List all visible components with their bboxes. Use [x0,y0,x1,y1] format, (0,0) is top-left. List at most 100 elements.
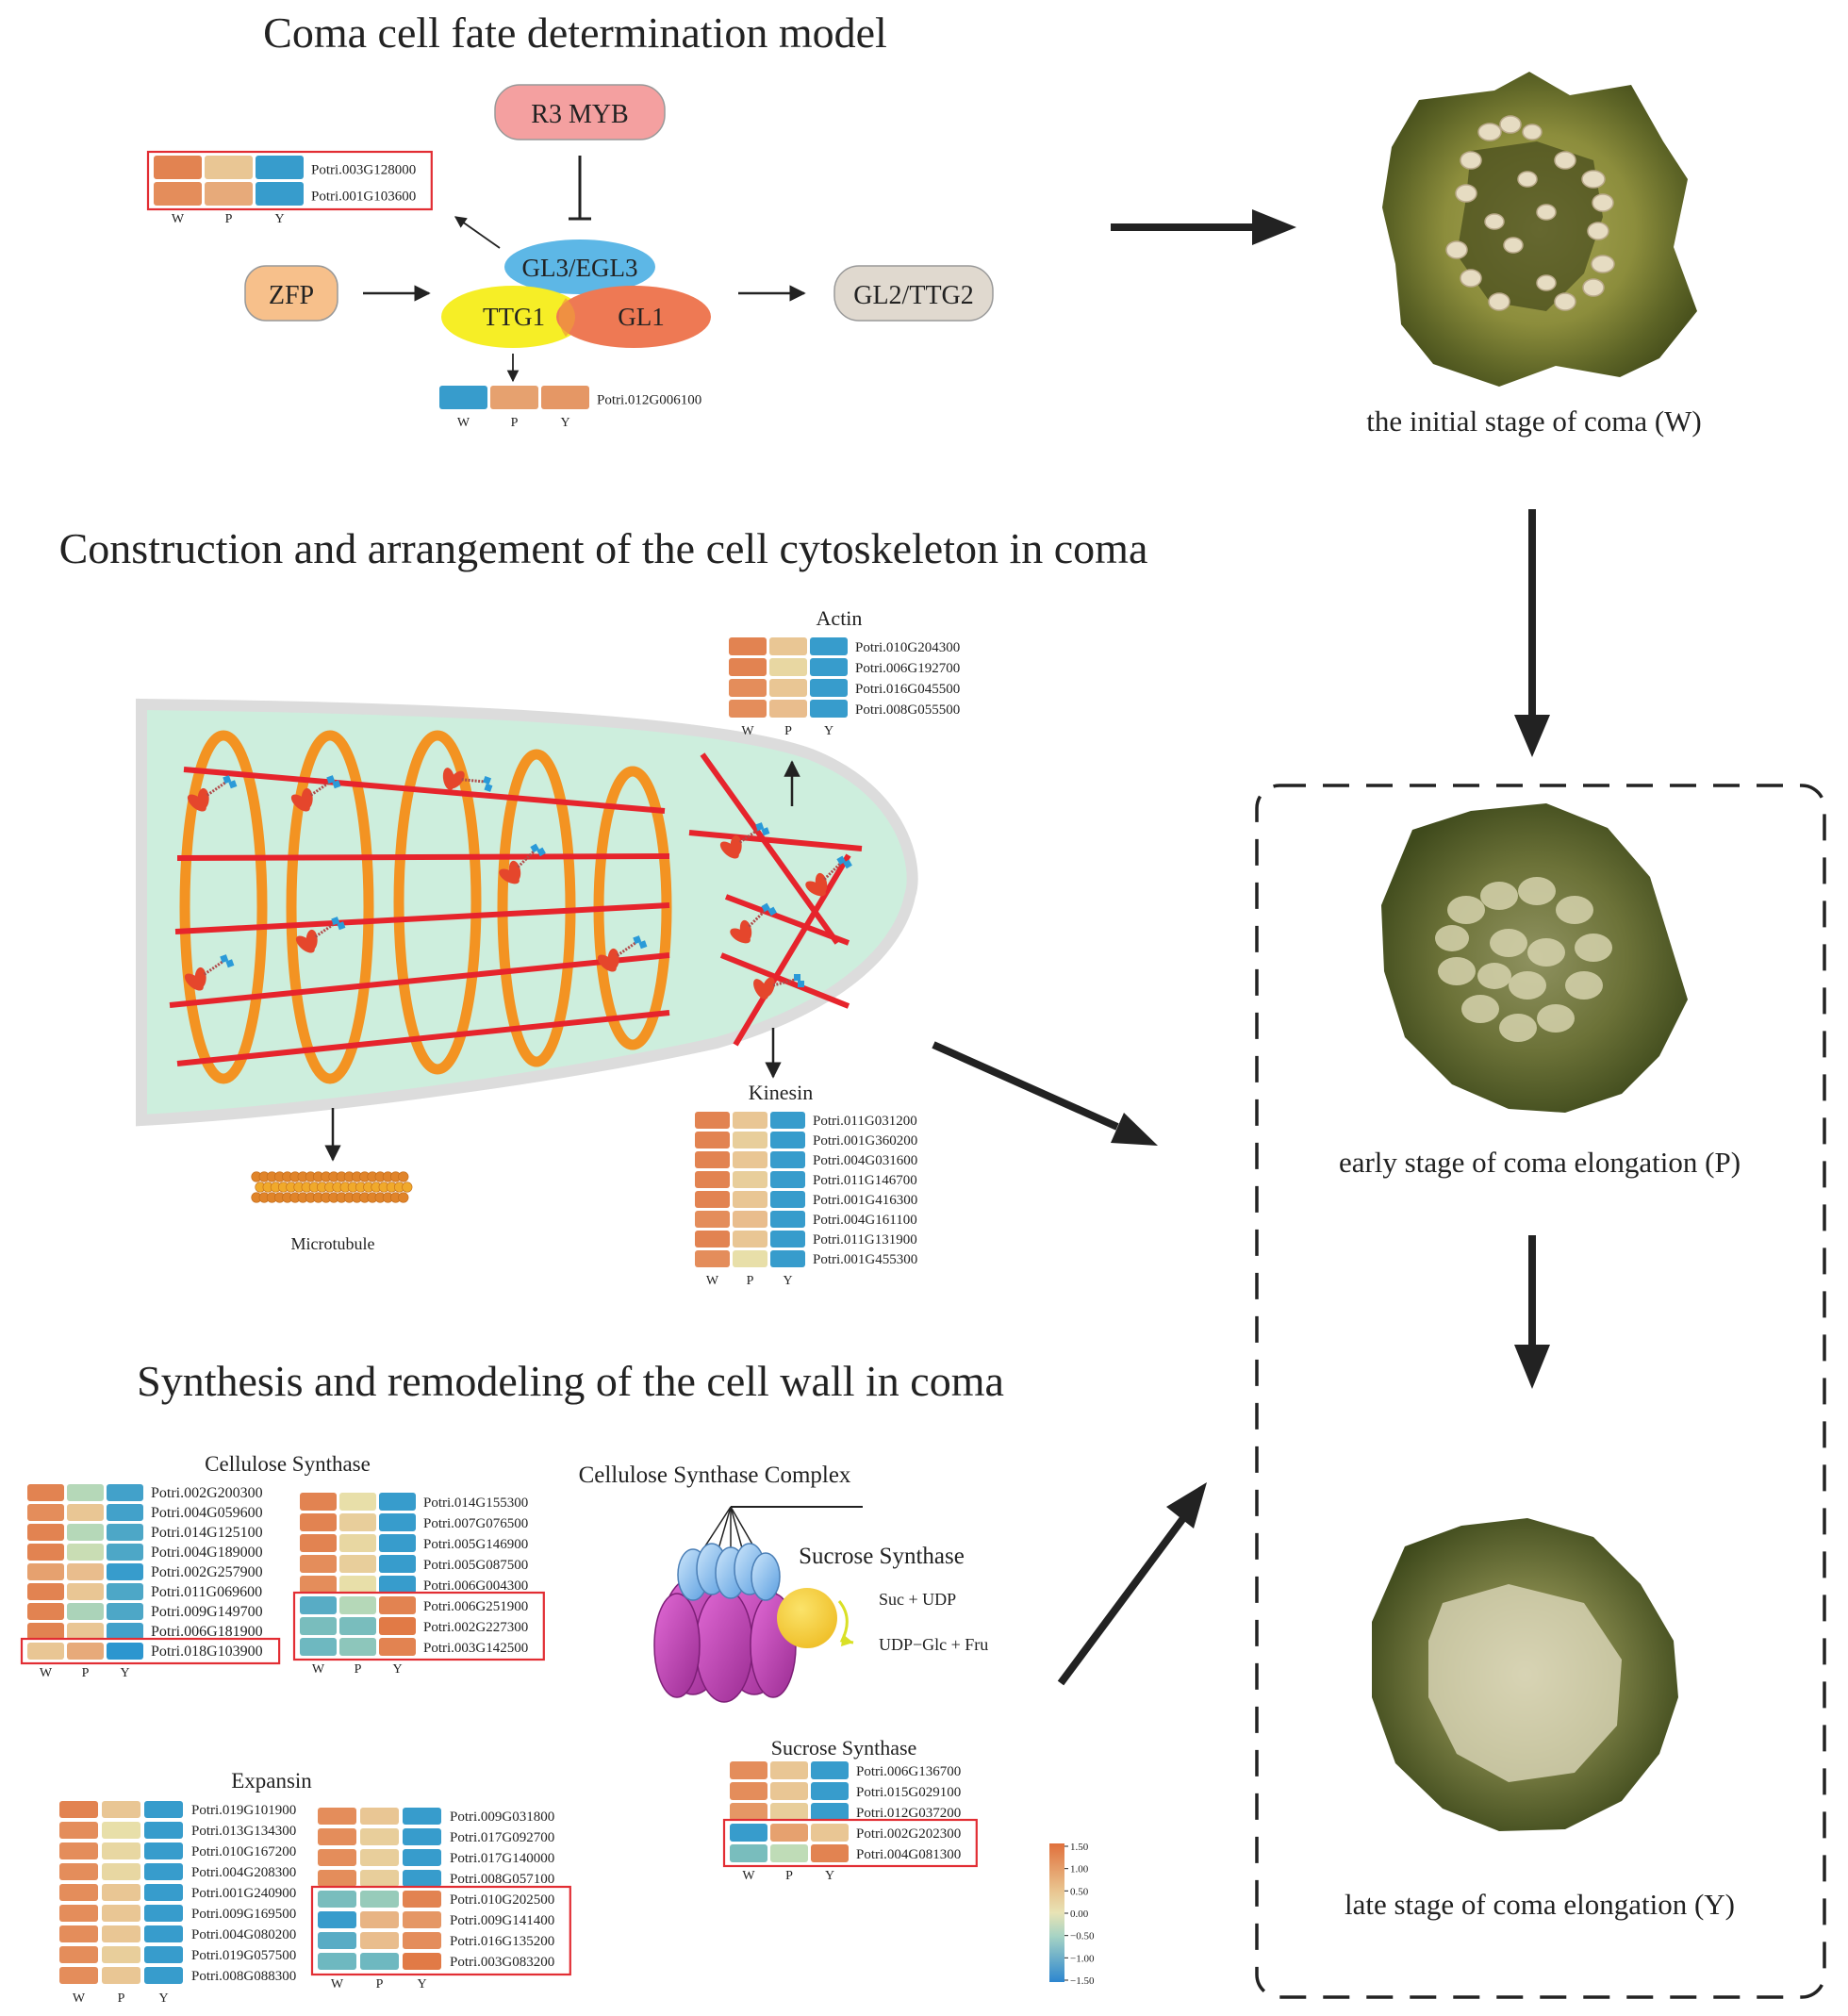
heatmap-cell [59,1822,98,1839]
heatmap-cell [379,1638,416,1656]
heatmap-cell [695,1191,730,1208]
gene-label: Potri.009G169500 [191,1907,296,1922]
heatmap-cell [770,1211,805,1228]
heatmap-cell [300,1493,337,1511]
gene-label: Potri.016G135200 [450,1934,554,1949]
cellwall-to-elongation-arrow-head [1166,1482,1207,1529]
gene-label: Potri.002G227300 [423,1620,528,1635]
heatmap-cell [733,1132,767,1148]
highlight-box [292,1591,545,1661]
gl3-to-heatmap-arrow [454,216,501,249]
gene-label: Potri.001G455300 [813,1252,917,1267]
gene-label: Potri.005G087500 [423,1558,528,1573]
heatmap-cell [360,1953,399,1970]
heatmap-cell [27,1544,64,1561]
stage-w-photo [1382,72,1697,387]
sus-heatmap-title: Sucrose Synthase [771,1736,917,1760]
heatmap-cell [811,1803,849,1821]
gene-label: Potri.011G146700 [813,1173,917,1188]
heatmap-cell [318,1870,356,1887]
flow-arrows [932,209,1550,1686]
gl3-label: GL3/EGL3 [522,254,638,282]
gene-label: Potri.011G031200 [813,1114,917,1129]
gene-label: Potri.014G155300 [423,1495,528,1511]
heatmap-cell [770,1782,808,1800]
expansin-right-heatmap: Potri.009G031800Potri.017G092700Potri.01… [310,1808,571,1991]
microtubule-ring [393,730,482,1075]
gl1-label: GL1 [618,303,665,331]
stage-p-caption: early stage of coma elongation (P) [1339,1146,1741,1179]
column-label: W [457,416,470,430]
kinesin-motor-icon [719,822,770,859]
r3myb-node [494,84,666,140]
legend-tick-label: −0.50 [1070,1931,1095,1942]
cellulose-synthase-complex: Suc + UDP UDP−Glc + Fru [653,1506,988,1703]
gl2-node [833,265,994,322]
heatmap-cell [27,1504,64,1521]
stage-p-coma [1435,877,1612,1042]
heatmap-cell [144,1822,183,1839]
gene-label: Potri.004G059600 [151,1505,263,1521]
heatmap-cell [144,1863,183,1880]
heatmap-cell [59,1925,98,1942]
gene-label: Potri.001G103600 [311,190,416,205]
gene-label: Potri.002G257900 [151,1564,263,1580]
heatmap-cell [144,1842,183,1859]
heatmap-cell [67,1603,104,1620]
heatmap-cell [770,1824,808,1842]
gene-label: Potri.009G149700 [151,1604,263,1620]
heatmap-cell [144,1801,183,1818]
gene-label: Potri.017G140000 [450,1851,554,1866]
p-to-y-arrow-head [1514,1345,1550,1389]
gene-label: Potri.017G092700 [450,1830,554,1845]
heatmap-cell [379,1534,416,1552]
gene-label: Potri.018G103900 [151,1644,263,1660]
heatmap-cell [403,1849,441,1866]
stage-w-lumen [1457,141,1603,311]
heatmap-cell [811,1844,849,1862]
column-label: P [747,1274,754,1288]
heatmap-cell [360,1828,399,1845]
stage-y-photo [1372,1518,1678,1831]
heatmap-cell [730,1782,767,1800]
heatmap-cell [102,1946,140,1963]
gene-label: Potri.011G131900 [813,1232,917,1248]
heatmap-cell [300,1534,337,1552]
gene-label: Potri.002G200300 [151,1485,263,1501]
heatmap-cell [770,1151,805,1168]
heatmap-cell [403,1953,441,1970]
heatmap-cell [339,1555,376,1573]
heatmap-cell [770,1250,805,1267]
column-label: Y [824,724,833,738]
column-label: P [376,1977,384,1991]
kinesin-motor-icon [730,902,777,944]
kinesin-motor-icon [187,775,238,812]
heatmap-cell [733,1191,767,1208]
heatmap-cell [770,1844,808,1862]
heatmap-cell [770,1191,805,1208]
gene-label: Potri.003G083200 [450,1955,554,1970]
heatmap-cell [67,1524,104,1541]
heatmap-cell [27,1643,64,1660]
heatmap-cell [59,1863,98,1880]
cytoskeleton-to-elongation-arrow-shaft [932,1041,1119,1131]
gene-label: Potri.004G080200 [191,1927,296,1942]
heatmap-cell [107,1643,143,1660]
gl3-node [504,240,655,294]
sus-reaction-arrow [837,1600,854,1644]
heatmap-cell [300,1617,337,1635]
gene-label: Potri.019G057500 [191,1948,296,1963]
gene-label: Potri.019G101900 [191,1803,296,1818]
gene-label: Potri.004G161100 [813,1213,917,1228]
gene-label: Potri.007G076500 [423,1516,528,1531]
csc-rosette [653,1577,797,1703]
column-label: P [784,724,792,738]
heatmap-cell [360,1849,399,1866]
heatmap-cell [144,1884,183,1901]
gene-label: Potri.006G181900 [151,1624,263,1640]
sus-diagram-title: Sucrose Synthase [799,1544,965,1569]
gl2-label: GL2/TTG2 [853,281,974,310]
kinesin-motor-icon [499,843,546,884]
column-label: P [355,1662,362,1677]
heatmap-cell [59,1842,98,1859]
